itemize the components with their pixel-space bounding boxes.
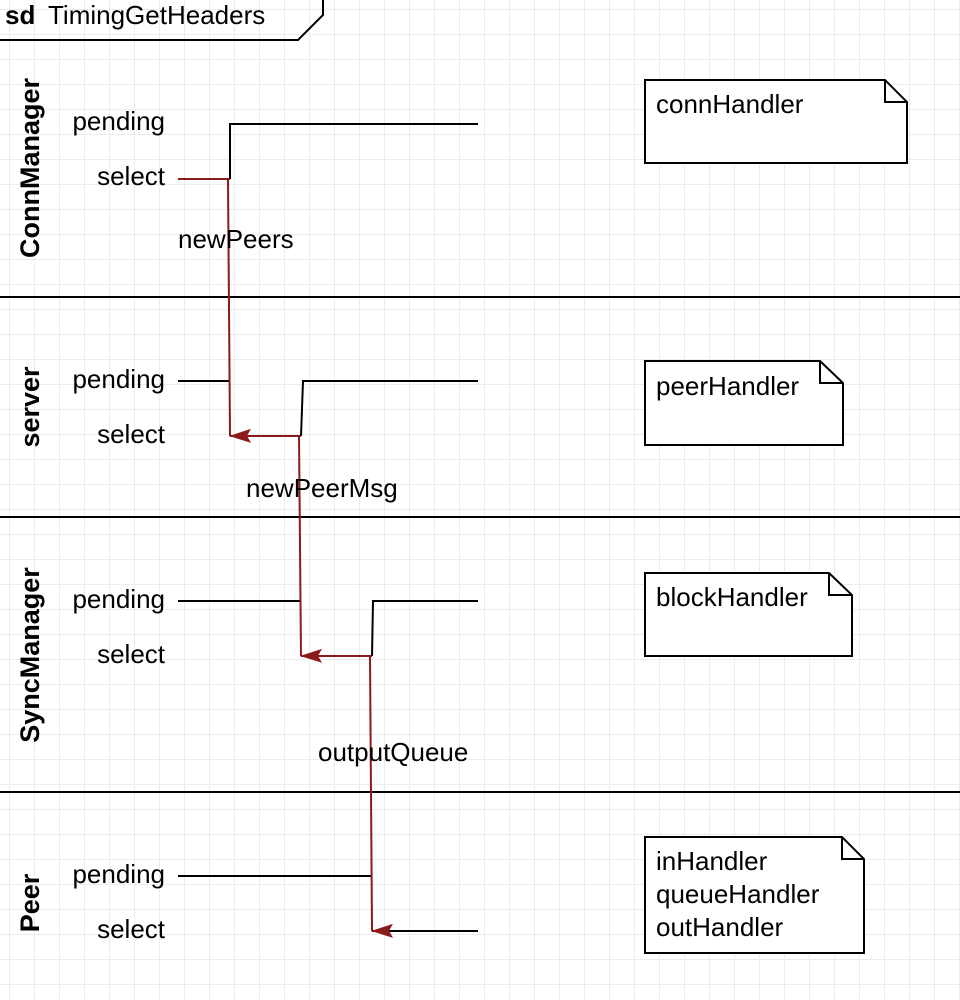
timeline: [229, 123, 478, 179]
state-label-pending: pending: [72, 584, 165, 614]
lane-label: SyncManager: [15, 567, 45, 743]
note-line: peerHandler: [656, 371, 799, 401]
lane-label: Peer: [15, 873, 45, 932]
note-line: inHandler: [656, 846, 768, 876]
message-outputqueue: outputQueue: [318, 655, 468, 938]
lane-connmanager: ConnManager pending select connHandler: [15, 78, 908, 259]
state-label-select: select: [97, 419, 166, 449]
lane-label: ConnManager: [15, 78, 45, 259]
lane-peer: Peer pending select inHandler queueHandl…: [15, 836, 865, 954]
message-label: newPeers: [178, 224, 294, 254]
note-shape: [644, 836, 865, 954]
note-peer-handlers: inHandler queueHandler outHandler: [644, 836, 865, 954]
note-line: outHandler: [656, 912, 784, 942]
note-line: connHandler: [656, 89, 804, 119]
state-label-pending: pending: [72, 106, 165, 136]
frame-header: sd TimingGetHeaders: [0, 0, 324, 41]
note-shape: [644, 79, 908, 164]
message-newpeermsg: newPeerMsg: [246, 435, 398, 663]
message-arrow: [369, 655, 394, 938]
lane-server: server pending select peerHandler: [15, 360, 844, 449]
state-label-select: select: [97, 639, 166, 669]
lane-syncmanager: SyncManager pending select blockHandler: [15, 567, 853, 743]
timeline: [371, 600, 478, 657]
state-label-pending: pending: [72, 859, 165, 889]
note-shape: [644, 360, 844, 446]
message-newpeers: newPeers: [178, 178, 294, 443]
note-fold: [828, 573, 852, 596]
message-label: outputQueue: [318, 737, 468, 767]
note-connhandler: connHandler: [644, 79, 908, 164]
frame-header-border: [0, 0, 324, 41]
message-label: newPeerMsg: [246, 473, 398, 503]
note-peerhandler: peerHandler: [644, 360, 844, 446]
frame-name: TimingGetHeaders: [48, 0, 265, 30]
note-line: blockHandler: [656, 582, 808, 612]
note-blockhandler: blockHandler: [644, 572, 853, 657]
lane-label: server: [15, 366, 45, 448]
state-label-pending: pending: [72, 364, 165, 394]
state-label-select: select: [97, 914, 166, 944]
timeline: [300, 380, 478, 437]
message-arrow: [298, 435, 323, 663]
note-shape: [644, 572, 853, 657]
state-label-select: select: [97, 161, 166, 191]
note-fold: [819, 361, 843, 384]
note-fold: [841, 837, 864, 860]
note-line: queueHandler: [656, 879, 820, 909]
frame-keyword: sd: [5, 0, 35, 30]
note-fold: [884, 80, 907, 103]
message-arrow: [227, 178, 252, 443]
